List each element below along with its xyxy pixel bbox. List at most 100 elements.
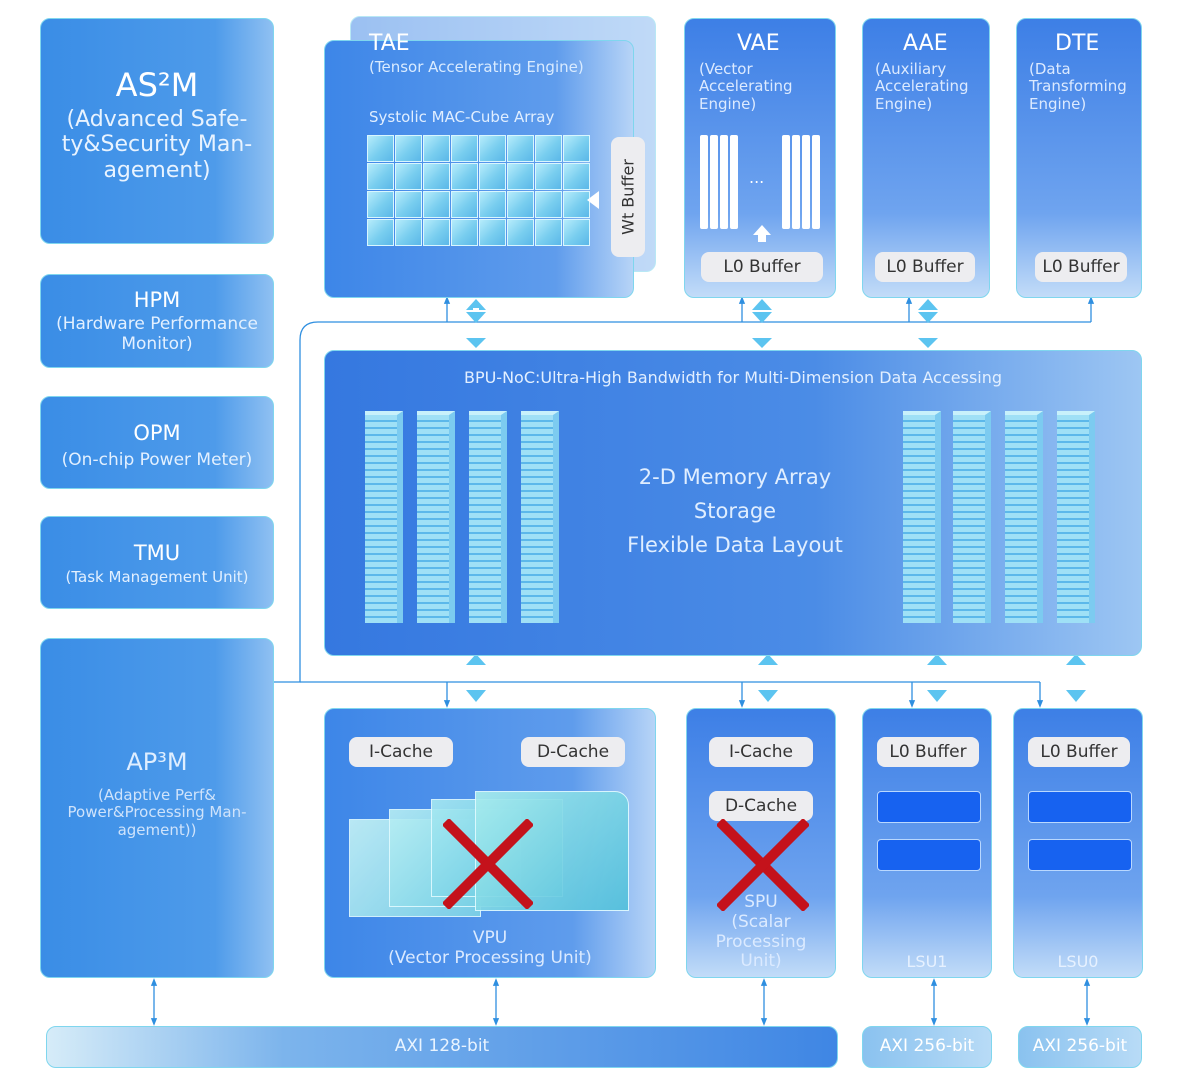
as2m-subtitle: (Advanced Safe-ty&Security Man-agement) xyxy=(61,107,253,183)
data-arrow xyxy=(918,299,938,323)
vae-engine: VAE (Vector Accelerating Engine) ... L0 … xyxy=(684,18,836,298)
mac-cube-array xyxy=(367,135,590,246)
tmu-title: TMU xyxy=(133,541,181,565)
axi-256-bus-lsu1: AXI 256-bit xyxy=(862,1026,992,1068)
axi-256-bus-lsu0: AXI 256-bit xyxy=(1018,1026,1142,1068)
data-arrow xyxy=(758,654,778,665)
memory-stack xyxy=(417,411,455,623)
left-arrow-icon xyxy=(587,191,599,209)
dte-title: DTE xyxy=(1055,31,1100,56)
data-arrow xyxy=(927,690,947,702)
vpu-icache: I-Cache xyxy=(349,737,453,767)
memory-stack xyxy=(365,411,403,623)
spu-title: SPU xyxy=(744,892,778,912)
opm-module: OPM (On-chip Power Meter) xyxy=(40,396,274,489)
noc-line-2: Storage xyxy=(693,499,777,523)
memory-stack xyxy=(1057,411,1095,623)
axi-256-label-lsu0: AXI 256-bit xyxy=(1032,1036,1128,1056)
vector-lane xyxy=(730,135,738,229)
vae-ellipsis: ... xyxy=(749,168,765,187)
tae-subtitle: (Tensor Accelerating Engine) xyxy=(369,58,584,76)
dte-l0-buffer: L0 Buffer xyxy=(1035,252,1127,282)
ap3m-title: AP³M xyxy=(126,748,188,776)
data-arrow xyxy=(466,338,486,348)
lsu0-title: LSU0 xyxy=(1057,952,1099,971)
hpm-subtitle: (Hardware Performance Monitor) xyxy=(56,314,258,354)
vpu-dcache: D-Cache xyxy=(521,737,625,767)
lsu1-l0-buffer: L0 Buffer xyxy=(877,737,979,767)
tae-title: TAE xyxy=(369,31,410,56)
data-arrow xyxy=(1066,654,1086,665)
aae-engine: AAE (Auxiliary Accelerating Engine) L0 B… xyxy=(862,18,990,298)
memory-stack xyxy=(903,411,941,623)
tae-array-label: Systolic MAC-Cube Array xyxy=(369,108,555,126)
lsu1-slot xyxy=(877,839,981,871)
vpu-subtitle: (Vector Processing Unit) xyxy=(388,948,592,968)
lsu0-unit: L0 Buffer LSU0 xyxy=(1013,708,1143,978)
dte-engine: DTE (Data Transforming Engine) L0 Buffer xyxy=(1016,18,1142,298)
noc-title: BPU-NoC:Ultra-High Bandwidth for Multi-D… xyxy=(463,368,1003,387)
vpu-title: VPU xyxy=(472,928,508,948)
data-arrow xyxy=(927,654,947,665)
vector-lane xyxy=(802,135,810,229)
noc-line-1: 2-D Memory Array xyxy=(638,465,832,489)
memory-stack xyxy=(469,411,507,623)
vector-lane xyxy=(782,135,790,229)
data-arrow xyxy=(466,299,486,323)
axi-256-label-lsu1: AXI 256-bit xyxy=(879,1036,975,1056)
tmu-module: TMU (Task Management Unit) xyxy=(40,516,274,609)
as2m-title: AS²M xyxy=(115,66,199,104)
opm-title: OPM xyxy=(133,421,181,445)
vae-l0-buffer: L0 Buffer xyxy=(701,252,823,282)
lsu0-slot xyxy=(1028,839,1132,871)
spu-unit: I-Cache D-Cache SPU (Scalar Processing U… xyxy=(686,708,836,978)
spu-dcache: D-Cache xyxy=(709,791,813,821)
lsu0-l0-buffer: L0 Buffer xyxy=(1028,737,1130,767)
as2m-module: AS²M (Advanced Safe-ty&Security Man-agem… xyxy=(40,18,274,244)
cross-icon xyxy=(717,819,809,911)
dte-subtitle: (Data Transforming Engine) xyxy=(1029,60,1127,113)
aae-subtitle: (Auxiliary Accelerating Engine) xyxy=(875,60,969,113)
aae-title: AAE xyxy=(903,31,948,56)
data-arrow xyxy=(752,338,772,348)
data-arrow xyxy=(466,654,486,665)
vae-title: VAE xyxy=(737,31,780,56)
data-arrow xyxy=(1066,690,1086,702)
hpm-module: HPM (Hardware Performance Monitor) xyxy=(40,274,274,368)
vector-lane xyxy=(720,135,728,229)
memory-stack xyxy=(953,411,991,623)
opm-subtitle: (On-chip Power Meter) xyxy=(61,450,253,470)
lsu1-slot xyxy=(877,791,981,823)
vpu-unit: I-Cache D-Cache VPU (Vector Processing U… xyxy=(324,708,656,978)
lsu1-unit: L0 Buffer LSU1 xyxy=(862,708,992,978)
lsu1-title: LSU1 xyxy=(906,952,948,971)
vector-lane xyxy=(792,135,800,229)
spu-icache: I-Cache xyxy=(709,737,813,767)
tmu-subtitle: (Task Management Unit) xyxy=(65,568,249,586)
bpu-noc: BPU-NoC:Ultra-High Bandwidth for Multi-D… xyxy=(324,350,1142,656)
data-arrow xyxy=(918,338,938,348)
aae-l0-buffer: L0 Buffer xyxy=(875,252,975,282)
noc-line-3: Flexible Data Layout xyxy=(627,533,843,557)
data-arrow xyxy=(752,299,772,323)
memory-stack xyxy=(521,411,559,623)
up-arrow-stem xyxy=(758,234,766,242)
axi-128-bus: AXI 128-bit xyxy=(46,1026,838,1068)
vector-lane xyxy=(812,135,820,229)
ap3m-subtitle: (Adaptive Perf& Power&Processing Man-age… xyxy=(67,786,247,839)
data-arrow xyxy=(758,690,778,702)
hpm-title: HPM xyxy=(133,288,181,312)
data-arrow xyxy=(466,690,486,702)
up-arrow-icon xyxy=(753,225,771,235)
spu-subtitle: (Scalar Processing Unit) xyxy=(715,912,807,972)
vector-lane xyxy=(710,135,718,229)
wt-buffer-label: Wt Buffer xyxy=(618,159,638,235)
memory-stack xyxy=(1005,411,1043,623)
cross-icon xyxy=(443,819,533,909)
lsu0-slot xyxy=(1028,791,1132,823)
ap3m-module: AP³M (Adaptive Perf& Power&Processing Ma… xyxy=(40,638,274,978)
control-bus-top xyxy=(274,321,1091,683)
vector-lane xyxy=(700,135,708,229)
vae-subtitle: (Vector Accelerating Engine) xyxy=(699,60,793,113)
